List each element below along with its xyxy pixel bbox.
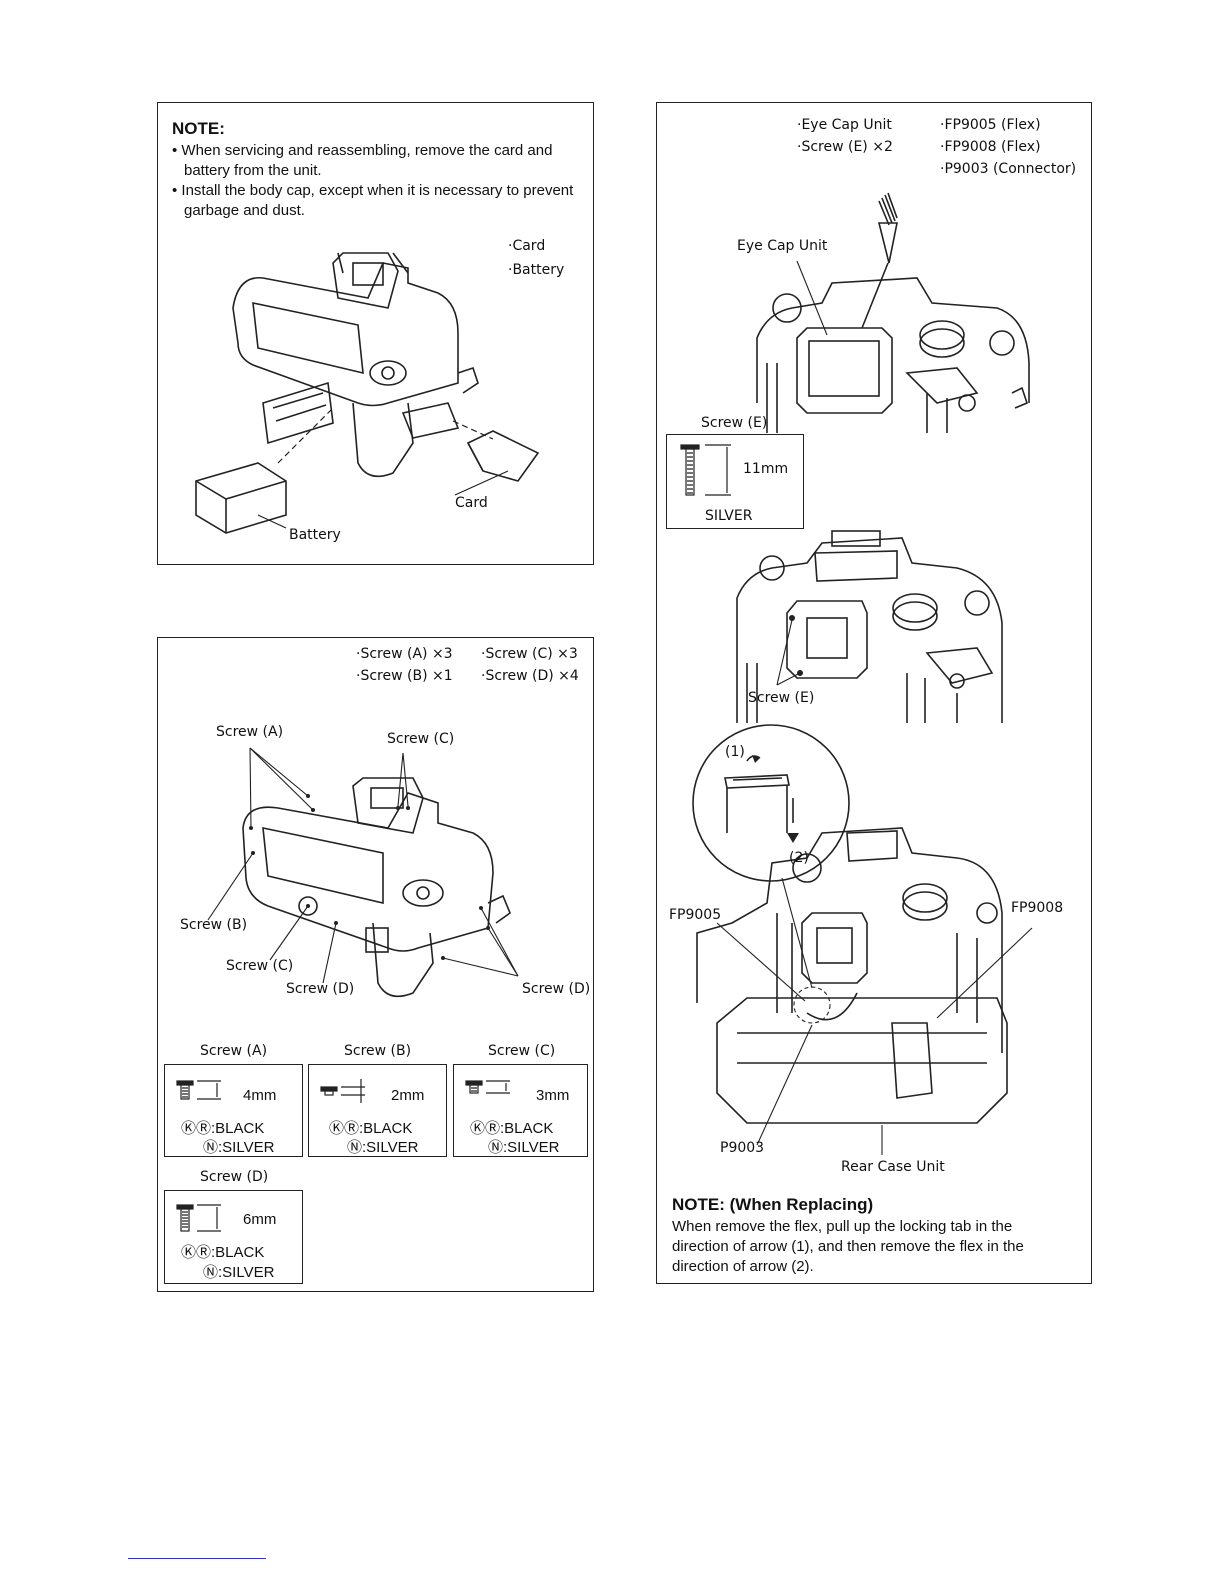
label-rear-case-unit: Rear Case Unit — [841, 1159, 945, 1175]
spec-d-color2: Ⓝ:SILVER — [203, 1264, 275, 1281]
note-title: NOTE: — [172, 119, 225, 138]
label-screw-b: Screw (B) — [180, 917, 248, 933]
footer-link-line — [128, 1558, 266, 1559]
label-screw-c-top: Screw (C) — [387, 731, 455, 747]
label-screw-a: Screw (A) — [216, 724, 284, 740]
panel-eye-cap-rear-case: ·Eye Cap Unit ·Screw (E) ×2 ·FP9005 (Fle… — [656, 102, 1092, 1284]
item-battery: ·Battery — [508, 262, 565, 278]
panel-card-battery: NOTE: • When servicing and reassembling,… — [157, 102, 594, 565]
spec-box-screw-b: 2mm ⓀⓇ:BLACK Ⓝ:SILVER — [308, 1064, 447, 1157]
spec-box-screw-e: 11mm SILVER — [666, 434, 804, 529]
label-fp9008: FP9008 — [1011, 900, 1064, 916]
item-screw-b: ·Screw (B) ×1 — [356, 668, 453, 684]
screw-e-box-title: Screw (E) — [701, 415, 768, 431]
panel-screws: ·Screw (A) ×3 ·Screw (C) ×3 ·Screw (B) ×… — [157, 637, 594, 1292]
replace-note-text: When remove the flex, pull up the lockin… — [672, 1218, 1024, 1275]
note-bullet-1: • When servicing and reassembling, remov… — [172, 142, 553, 179]
label-battery: Battery — [289, 527, 341, 543]
item-fp9005: ·FP9005 (Flex) — [940, 117, 1041, 133]
label-p9003: P9003 — [720, 1140, 765, 1156]
screw-e-color: SILVER — [705, 508, 753, 524]
spec-d-title: Screw (D) — [200, 1169, 269, 1185]
label-screw-d-right: Screw (D) — [522, 981, 591, 997]
spec-d-color1: ⓀⓇ:BLACK — [181, 1244, 265, 1261]
replace-note-title: NOTE: (When Replacing) — [672, 1195, 874, 1214]
label-screw-d-mid: Screw (D) — [286, 981, 355, 997]
label-card: Card — [455, 495, 488, 511]
spec-a-title: Screw (A) — [200, 1043, 268, 1059]
screw-e-icon — [680, 444, 731, 496]
spec-c-color2: Ⓝ:SILVER — [488, 1139, 560, 1156]
screw-e-length: 11mm — [743, 461, 789, 477]
item-card: ·Card — [508, 238, 546, 254]
item-screw-c: ·Screw (C) ×3 — [481, 646, 578, 662]
label-step-1: (1) — [725, 744, 745, 760]
spec-a-color1: ⓀⓇ:BLACK — [181, 1120, 265, 1137]
camera-card-battery-illustration — [195, 252, 540, 534]
spec-c-length: 3mm — [536, 1087, 570, 1104]
screw-a-icon — [176, 1080, 221, 1100]
item-screw-a: ·Screw (A) ×3 — [356, 646, 453, 662]
item-fp9008: ·FP9008 (Flex) — [940, 139, 1041, 155]
item-p9003: ·P9003 (Connector) — [940, 161, 1077, 177]
camera-rear-screws-illustration — [207, 747, 519, 998]
label-step-2: (2) — [789, 850, 809, 866]
spec-a-length: 4mm — [243, 1087, 277, 1104]
item-screw-d: ·Screw (D) ×4 — [481, 668, 579, 684]
screw-d-icon — [176, 1204, 221, 1232]
note-bullet-2: • Install the body cap, except when it i… — [172, 182, 574, 219]
screw-b-icon — [320, 1079, 365, 1103]
spec-b-color2: Ⓝ:SILVER — [347, 1139, 419, 1156]
eye-cap-screws-illustration — [736, 530, 1003, 723]
eye-cap-removal-illustration — [756, 192, 1030, 433]
spec-box-screw-c: 3mm ⓀⓇ:BLACK Ⓝ:SILVER — [453, 1064, 588, 1157]
label-eye-cap-unit: Eye Cap Unit — [737, 238, 828, 254]
label-screw-e: Screw (E) — [748, 690, 815, 706]
spec-b-color1: ⓀⓇ:BLACK — [329, 1120, 413, 1137]
spec-d-length: 6mm — [243, 1211, 277, 1228]
spec-c-title: Screw (C) — [488, 1043, 556, 1059]
spec-box-screw-d: 6mm ⓀⓇ:BLACK Ⓝ:SILVER — [164, 1190, 303, 1284]
item-screw-e: ·Screw (E) ×2 — [797, 139, 893, 155]
spec-a-color2: Ⓝ:SILVER — [203, 1139, 275, 1156]
spec-b-length: 2mm — [391, 1087, 425, 1104]
spec-b-title: Screw (B) — [344, 1043, 412, 1059]
label-fp9005: FP9005 — [669, 907, 722, 923]
label-screw-c-bottom: Screw (C) — [226, 958, 294, 974]
spec-c-color1: ⓀⓇ:BLACK — [470, 1120, 554, 1137]
item-eye-cap-unit: ·Eye Cap Unit — [797, 117, 892, 133]
screw-c-icon — [465, 1080, 510, 1094]
spec-box-screw-a: 4mm ⓀⓇ:BLACK Ⓝ:SILVER — [164, 1064, 303, 1157]
flex-connector-illustration — [692, 724, 1033, 1155]
